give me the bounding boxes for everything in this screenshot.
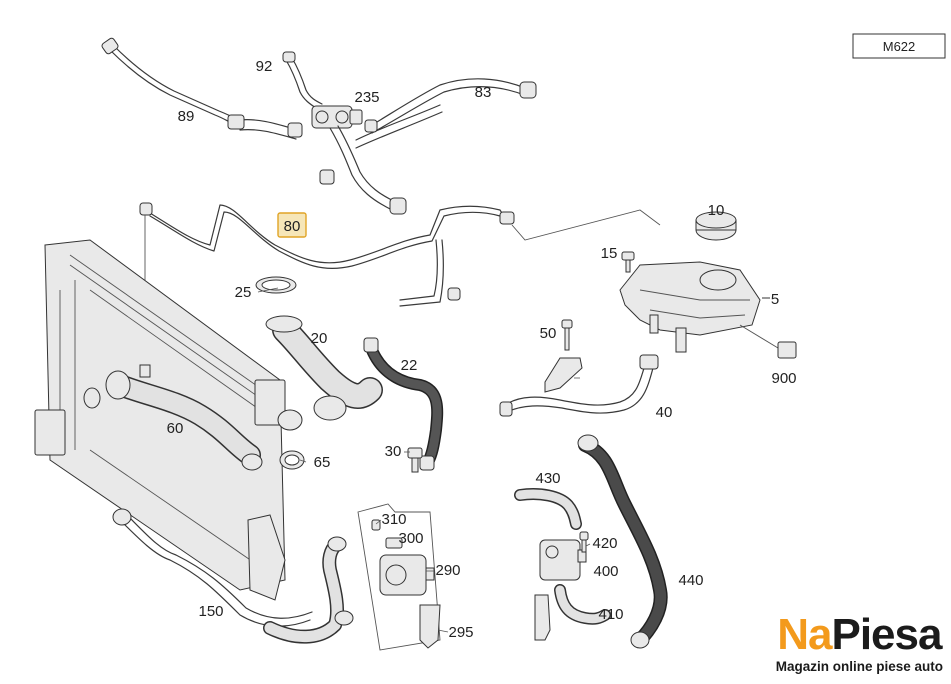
hose-20 [265,315,383,421]
clamp-misc [241,409,303,471]
callout-310[interactable]: 310 [381,511,406,528]
callout-50[interactable]: 50 [540,325,557,342]
callout-83[interactable]: 83 [475,84,492,101]
mount-295 [419,604,441,649]
brand-watermark: NaPiesa Magazin online piese auto [775,613,943,675]
sensor-30 [407,447,423,473]
brand-tagline: Magazin online piese auto [775,659,943,674]
hose-440 [577,434,668,649]
radiator [34,239,286,591]
bolt-50 [561,319,573,351]
callout-80[interactable]: 80 [284,218,301,235]
hose-40 [499,354,659,417]
callout-5[interactable]: 5 [771,291,779,308]
callout-65[interactable]: 65 [314,454,331,471]
callout-25[interactable]: 25 [235,284,252,301]
callout-430[interactable]: 430 [535,470,560,487]
callout-22[interactable]: 22 [401,357,418,374]
cap-10 [695,211,737,241]
hose-430 [514,488,582,530]
callout-150[interactable]: 150 [198,603,223,620]
callout-15[interactable]: 15 [601,245,618,262]
callout-89[interactable]: 89 [178,108,195,125]
clip-900 [777,341,797,359]
model-code-label: M622 [883,39,916,54]
callout-labels: 89 92 235 83 80 10 15 5 25 20 22 50 900 … [167,58,797,641]
hose-92 [282,51,323,109]
callout-60[interactable]: 60 [167,420,184,437]
bracket-300 [385,537,403,549]
hose-lower-235 [319,125,407,215]
callout-30[interactable]: 30 [385,443,402,460]
bracket [544,357,583,393]
hose-410 [534,584,611,641]
hose-22 [363,337,444,471]
callout-40[interactable]: 40 [656,404,673,421]
callout-290[interactable]: 290 [435,562,460,579]
bolt-420 [579,531,589,553]
hose-83 [355,78,537,149]
brand-logo: NaPiesa [776,613,943,657]
hose-150 [112,508,354,644]
hose-60 [83,364,261,466]
callout-295[interactable]: 295 [448,624,473,641]
leader-lines [257,287,591,633]
expansion-tank-5 [619,261,770,353]
callout-440[interactable]: 440 [678,572,703,589]
valve-400 [539,539,587,581]
callout-410[interactable]: 410 [598,606,623,623]
callout-92[interactable]: 92 [256,58,273,75]
screw-15 [621,251,635,273]
hose-assembly-89 [101,37,303,140]
callout-80-highlight [277,212,307,238]
callout-420[interactable]: 420 [592,535,617,552]
callout-235[interactable]: 235 [354,89,379,106]
callout-10[interactable]: 10 [708,202,725,219]
hose-80 [139,202,515,307]
model-code-box: M622 [852,33,946,59]
brand-logo-part2: Piesa [831,610,942,659]
callout-20[interactable]: 20 [311,330,328,347]
pump-290 [379,554,435,596]
callout-300[interactable]: 300 [398,530,423,547]
valve-235 [311,105,363,129]
clamp-65 [279,450,305,470]
brand-logo-part1: Na [777,610,832,659]
callout-400[interactable]: 400 [593,563,618,580]
callout-900[interactable]: 900 [771,370,796,387]
clamp-25 [255,276,297,294]
